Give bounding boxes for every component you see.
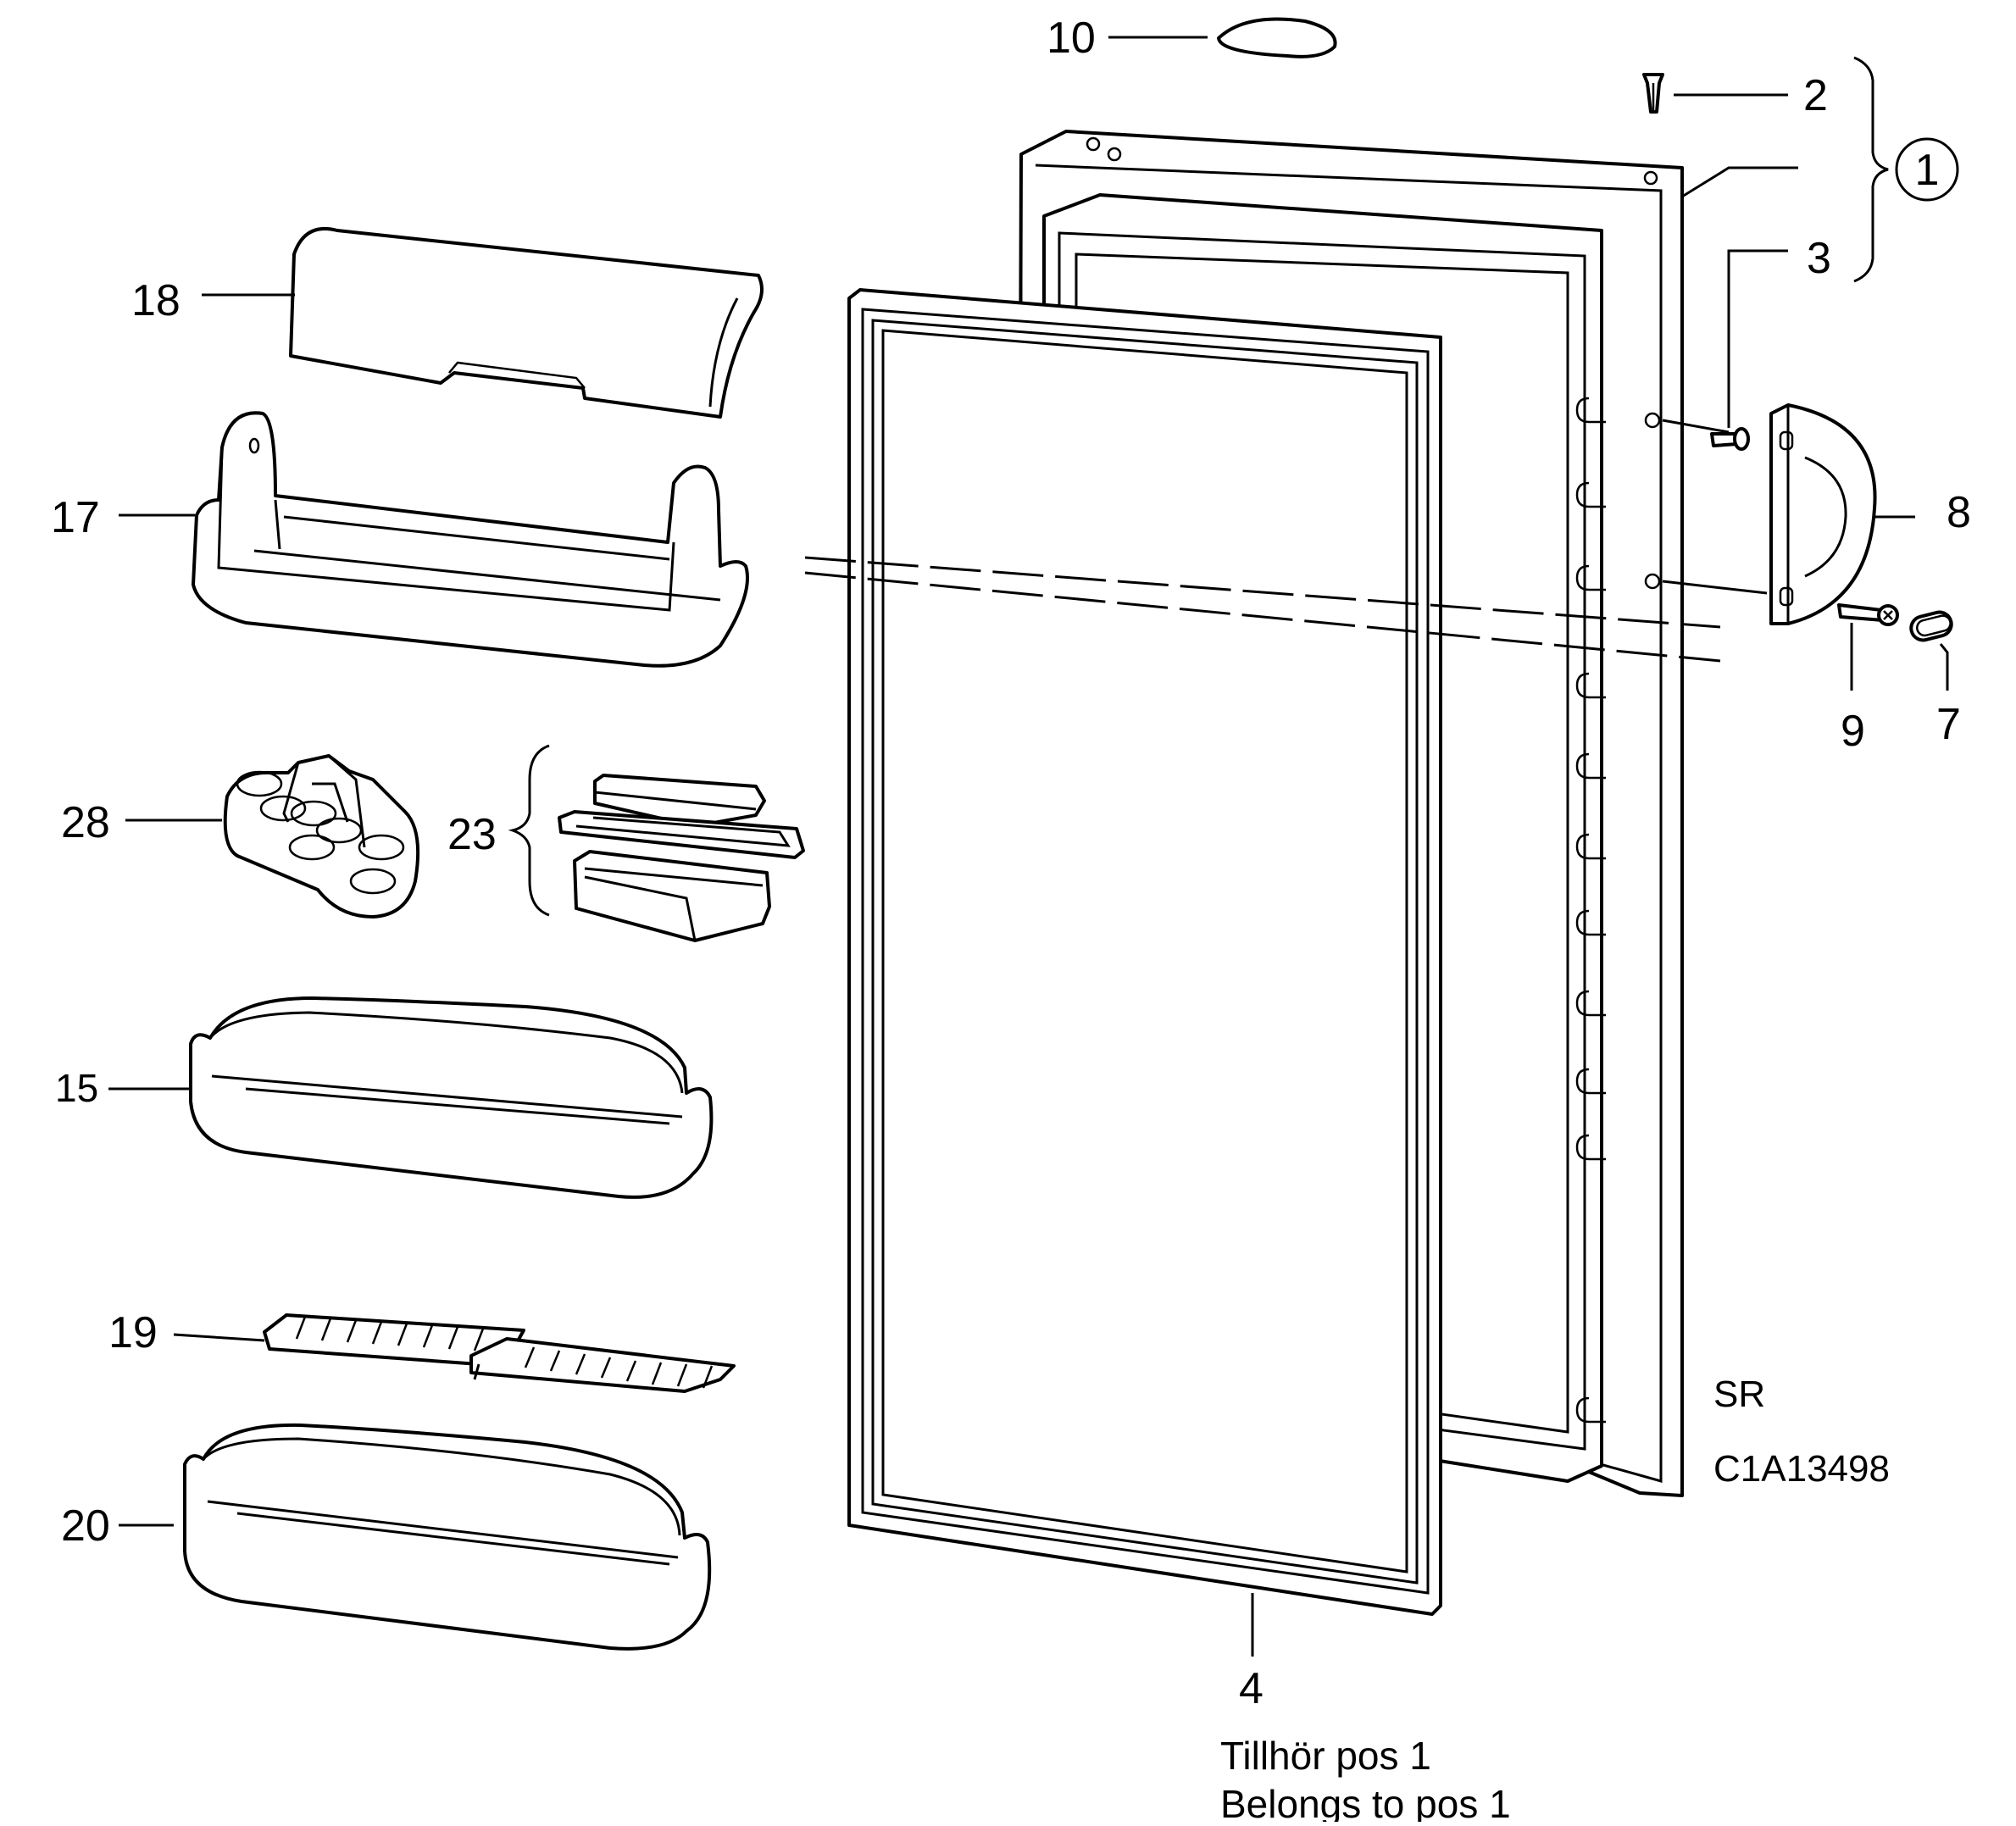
callout-labels: 10 2 1 3 8 9 7 18 17 28 23 15 19 20 4 [51,14,1971,1713]
handle-screw-part [1837,603,1899,626]
butter-dish-part [508,744,805,942]
callout-4: 4 [1239,1664,1263,1713]
callout-9: 9 [1841,707,1865,756]
callout-18: 18 [131,276,180,325]
leader-lines [108,36,1949,1657]
door-shelf-part [192,411,749,668]
callout-23: 23 [447,810,497,859]
callout-28: 28 [61,798,110,847]
callout-20: 20 [61,1501,110,1551]
top-pin-part [1642,73,1664,114]
shelf-cover-part [289,226,764,419]
callout-7: 7 [1936,700,1961,749]
callout-3: 3 [1807,234,1831,283]
pad-part [1217,17,1337,58]
callout-8: 8 [1947,488,1971,537]
callout-10: 10 [1047,14,1096,63]
cap-part [1909,610,1953,642]
bottom-shelf-part [183,1423,712,1651]
door-gasket [847,288,1442,1616]
divider-ribs [295,1316,714,1389]
handle-part [1769,403,1877,625]
callout-15: 15 [55,1066,98,1110]
large-shelf-part [189,996,714,1199]
callout-1-circle [1895,137,1959,202]
liner-hooks [1575,397,1606,1424]
note-english: Belongs to pos 1 [1220,1782,1511,1822]
screw-part [1710,427,1750,451]
divider-part [263,1313,736,1393]
callout-2: 2 [1803,71,1828,120]
callout-19: 19 [108,1308,158,1357]
callout-17: 17 [51,493,100,542]
note-swedish: Tillhör pos 1 [1220,1734,1431,1778]
model-label: SR [1713,1374,1765,1415]
reference-dashes [804,556,1721,663]
egg-tray-part [223,754,420,919]
callout-1: 1 [1915,146,1940,195]
drawing-info: SR C1A13498 Tillhör pos 1 Belongs to pos… [1220,1374,1890,1826]
drawing-code: C1A13498 [1713,1448,1890,1490]
